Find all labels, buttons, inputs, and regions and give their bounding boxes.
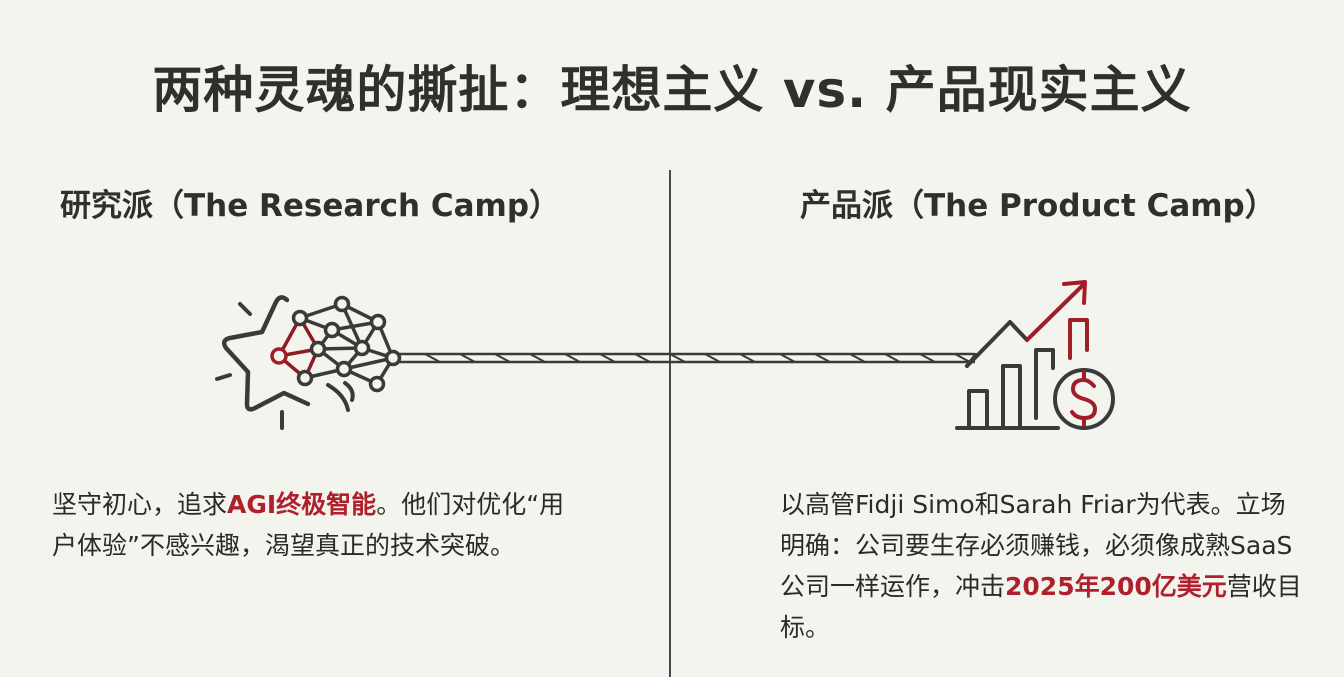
rope-icon xyxy=(398,352,975,364)
description-text: 以高管Fidji Simo和Sarah Friar为代表。立场明确：公司要生存必… xyxy=(780,490,1293,601)
star-neural-brain-icon xyxy=(215,295,402,430)
research-camp-heading: 研究派（The Research Camp） xyxy=(60,188,561,224)
revenue-growth-chart-icon xyxy=(955,280,1115,430)
highlight-agi: AGI终极智能 xyxy=(227,490,377,519)
description-text: 坚守初心，追求 xyxy=(52,490,228,519)
product-camp-heading: 产品派（The Product Camp） xyxy=(800,188,1276,224)
highlight-revenue-target: 2025年200亿美元 xyxy=(1005,572,1227,601)
description-text: 。他们对优化“用户体验”不感兴趣，渴望真正的技术突破。 xyxy=(52,490,565,560)
research-camp-description: 坚守初心，追求AGI终极智能。他们对优化“用户体验”不感兴趣，渴望真正的技术突破… xyxy=(52,484,572,566)
center-divider xyxy=(669,170,671,677)
description-text: 营收目标。 xyxy=(780,572,1302,642)
product-camp-description: 以高管Fidji Simo和Sarah Friar为代表。立场明确：公司要生存必… xyxy=(780,484,1310,648)
page-title: 两种灵魂的撕扯：理想主义 vs. 产品现实主义 xyxy=(152,61,1192,119)
